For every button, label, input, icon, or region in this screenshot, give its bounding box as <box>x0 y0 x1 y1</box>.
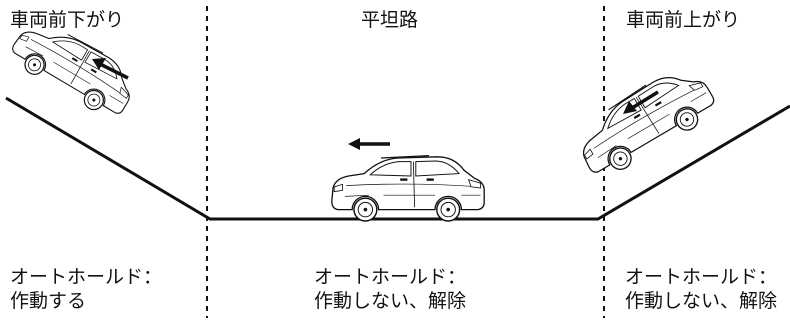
car-uphill <box>567 58 723 185</box>
arrow-downhill <box>92 58 129 80</box>
status-flat: オートホールド： 作動しない、解除 <box>314 265 466 313</box>
status-label: オートホールド： <box>314 266 467 288</box>
status-label: オートホールド： <box>625 266 778 288</box>
status-value: 作動しない、解除 <box>625 290 778 312</box>
status-uphill: オートホールド： 作動しない、解除 <box>625 265 777 313</box>
status-value: 作動する <box>10 290 87 312</box>
status-value: 作動しない、解除 <box>314 290 467 312</box>
arrow-flat <box>348 138 390 150</box>
status-label: オートホールド： <box>10 266 163 288</box>
status-downhill: オートホールド： 作動する <box>10 265 162 313</box>
car-flat <box>331 154 485 222</box>
section-title-flat: 平坦路 <box>361 9 419 31</box>
arrow-uphill <box>623 90 659 114</box>
section-title-downhill: 車両前下がり <box>10 9 125 31</box>
ground-line <box>5 96 790 221</box>
section-title-uphill: 車両前上がり <box>626 9 741 31</box>
